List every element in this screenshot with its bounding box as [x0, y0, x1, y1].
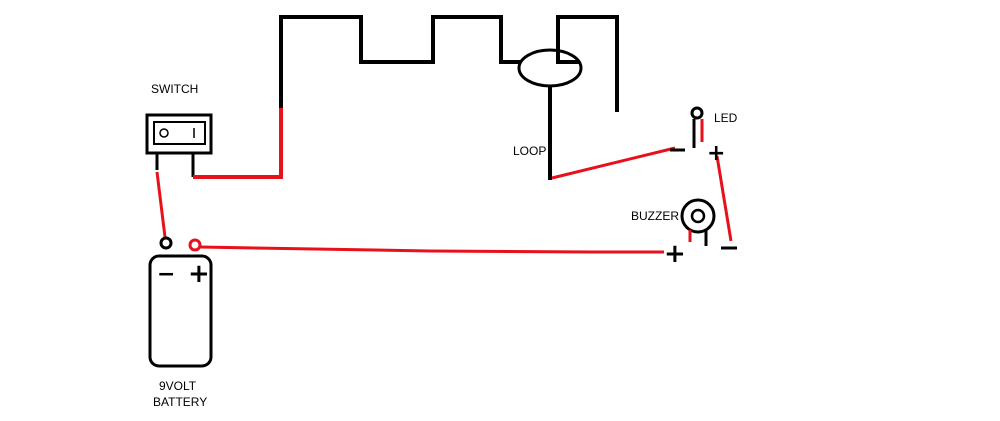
led-bulb	[690, 106, 704, 120]
switch-rocker	[153, 121, 206, 145]
battery-body	[148, 254, 213, 368]
led-positive-sign: +	[707, 141, 725, 166]
buzzer-label: BUZZER	[631, 209, 679, 223]
battery-positive-sign: +	[188, 259, 210, 289]
led-label: LED	[714, 111, 738, 125]
wire-switch-to-battery	[155, 171, 167, 238]
wire-battery-to-buzzer	[199, 245, 664, 254]
buzzer-positive-sign: +	[664, 239, 686, 269]
battery-terminal-negative	[159, 236, 173, 250]
buzzer-center	[690, 208, 706, 224]
wire-loop-to-led	[551, 146, 676, 180]
switch-off-icon	[159, 128, 169, 138]
battery-terminal-positive	[188, 238, 202, 252]
battery-negative-sign: −	[157, 262, 175, 287]
buzzer-body	[680, 198, 716, 234]
wire-switch-to-maze	[193, 108, 283, 179]
battery-label-line2: BATTERY	[153, 395, 207, 409]
wire-maze	[279, 15, 521, 108]
loop-label: LOOP	[513, 144, 546, 158]
battery-label-line1: 9VOLT	[159, 379, 197, 393]
wire-led-to-buzzer	[715, 155, 733, 242]
loop-ring	[517, 48, 583, 88]
wire-maze-end	[556, 15, 619, 112]
switch-label: SWITCH	[151, 82, 198, 96]
